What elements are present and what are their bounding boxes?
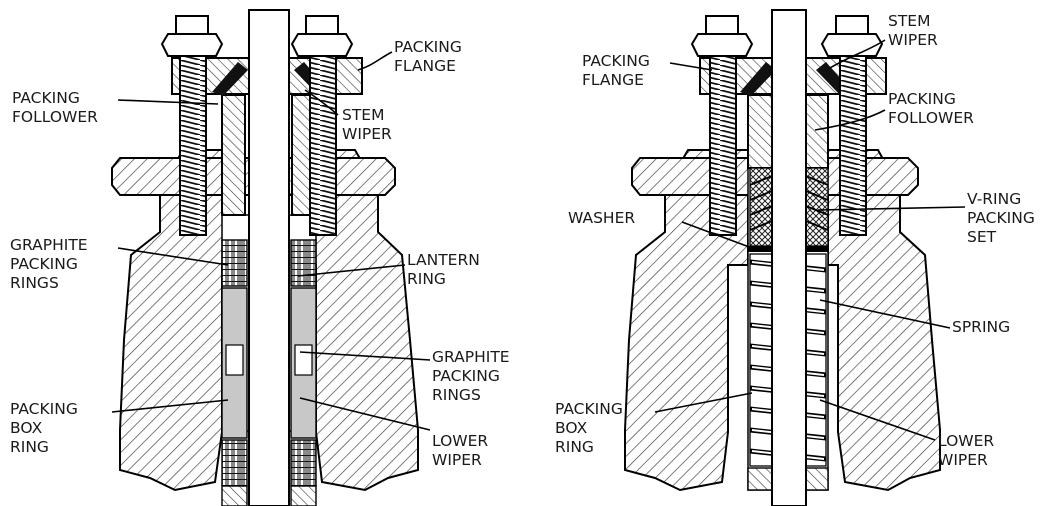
label-left-graphite-rings-lower: GRAPHITE PACKING RINGS: [432, 348, 515, 404]
label-right-packing-follower: PACKING FOLLOWER: [888, 90, 974, 127]
right-labels: PACKING FLANGE STEM WIPER PACKING FOLLOW…: [555, 12, 1040, 469]
right-stud-right: [839, 54, 867, 236]
label-right-packing-flange: PACKING FLANGE: [582, 52, 655, 89]
right-stem-wiper: [740, 62, 776, 96]
left-graphite-rings-upper: [221, 239, 248, 287]
label-left-lantern-ring: LANTERN RING: [407, 251, 485, 288]
right-packing-follower: [747, 94, 773, 169]
label-right-packing-box-ring: PACKING BOX RING: [555, 400, 628, 456]
label-right-v-ring-packing-set: V-RING PACKING SET: [967, 190, 1040, 246]
label-left-packing-flange: PACKING FLANGE: [394, 38, 467, 75]
left-stem-wiper: [212, 62, 248, 96]
left-graphite-rings-lower: [221, 439, 248, 487]
leader-lines: [111, 39, 966, 441]
label-right-spring: SPRING: [952, 318, 1010, 336]
left-packing-box-ring: [221, 485, 248, 506]
right-stud-left: [709, 54, 737, 236]
label-left-packing-follower: PACKING FOLLOWER: [12, 89, 98, 126]
left-labels: PACKING FLANGE PACKING FOLLOWER STEM WIP…: [10, 38, 515, 469]
label-left-lower-wiper: LOWER WIPER: [432, 432, 493, 469]
right-valve-assembly: [624, 9, 941, 506]
left-stud-left: [179, 54, 207, 236]
right-packing-box-ring: [747, 467, 775, 491]
left-packing-follower: [221, 94, 246, 216]
left-nut-left: [160, 33, 224, 57]
label-right-washer: WASHER: [568, 209, 635, 227]
label-right-stem-wiper: STEM WIPER: [888, 12, 938, 49]
label-left-stem-wiper: STEM WIPER: [342, 106, 392, 143]
left-stem: [248, 9, 290, 506]
left-stud-right: [309, 54, 337, 236]
right-stem: [771, 9, 807, 506]
label-right-lower-wiper: LOWER WIPER: [938, 432, 999, 469]
label-left-graphite-rings-upper: GRAPHITE PACKING RINGS: [10, 236, 93, 292]
left-valve-assembly: [111, 9, 419, 506]
label-left-packing-box-ring: PACKING BOX RING: [10, 400, 83, 456]
